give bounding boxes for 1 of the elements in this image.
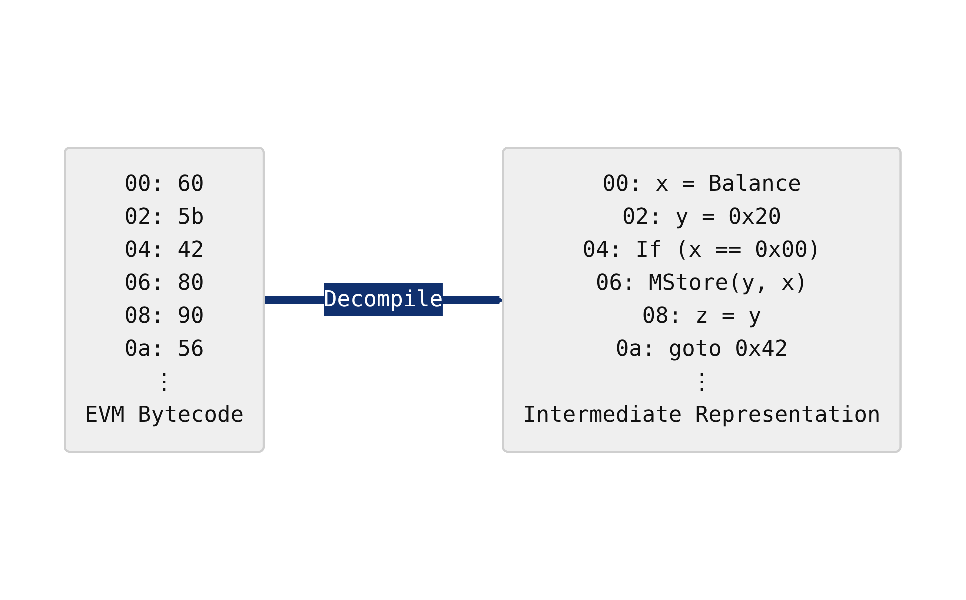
edge-label: Decompile (324, 288, 444, 312)
